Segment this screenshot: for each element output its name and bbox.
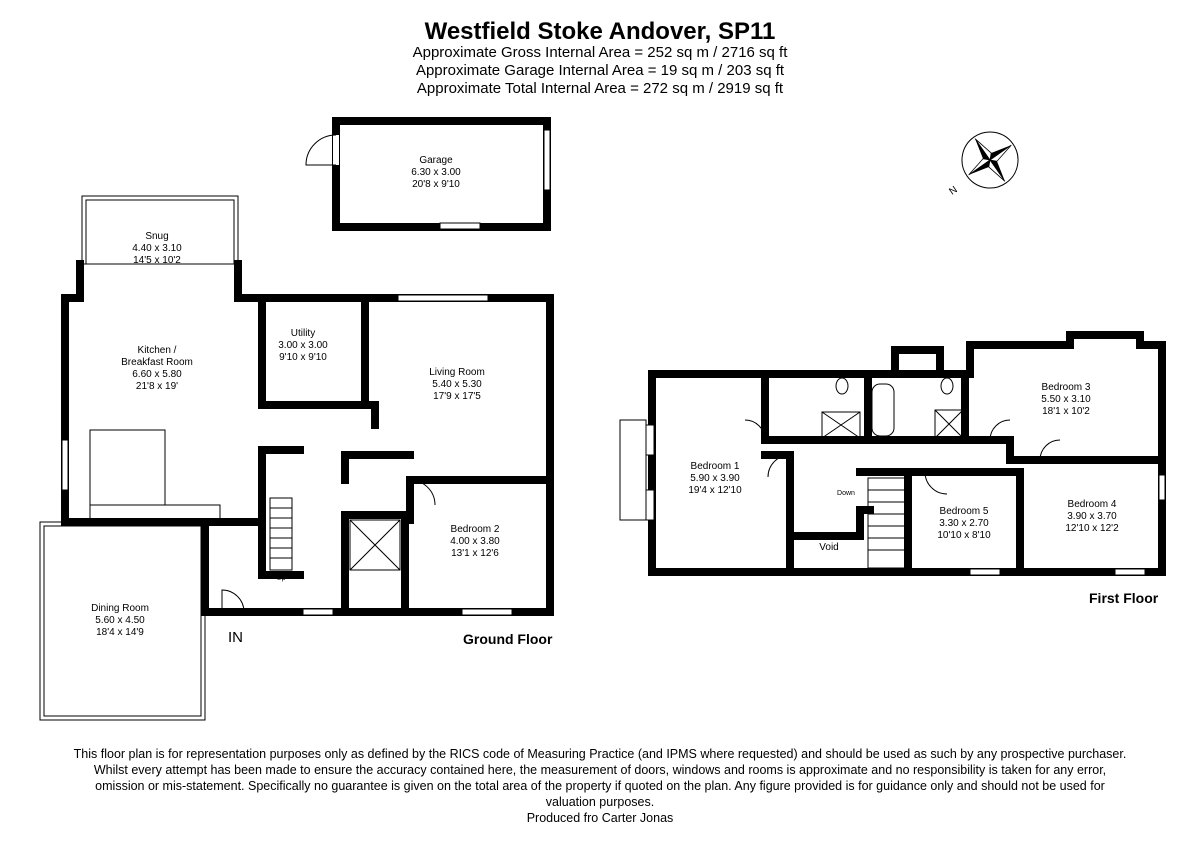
room-snug: Snug 4.40 x 3.10 14'5 x 10'2	[132, 231, 182, 266]
svg-text:Snug: Snug	[145, 231, 168, 242]
gross-area: Approximate Gross Internal Area = 252 sq…	[412, 44, 788, 61]
svg-text:4.40 x 3.10: 4.40 x 3.10	[132, 243, 182, 254]
svg-text:Utility: Utility	[291, 328, 315, 339]
room-bedroom-5: Bedroom 5 3.30 x 2.70 10'10 x 8'10	[937, 506, 991, 541]
svg-text:18'1 x 10'2: 18'1 x 10'2	[1042, 406, 1090, 417]
first-floor-label: First Floor	[1089, 590, 1159, 606]
svg-text:13'1 x 12'6: 13'1 x 12'6	[451, 548, 499, 559]
svg-text:Kitchen /: Kitchen /	[138, 345, 177, 356]
disclaimer: This floor plan is for representation pu…	[73, 747, 1127, 809]
svg-text:Garage: Garage	[419, 155, 453, 166]
room-dining-room: Dining Room 5.60 x 4.50 18'4 x 14'9	[91, 603, 149, 638]
svg-text:12'10 x 12'2: 12'10 x 12'2	[1065, 523, 1119, 534]
svg-text:18'4 x 14'9: 18'4 x 14'9	[96, 627, 144, 638]
room-living-room: Living Room 5.40 x 5.30 17'9 x 17'5	[429, 367, 485, 402]
svg-text:Bedroom 2: Bedroom 2	[451, 524, 500, 535]
room-bedroom-3: Bedroom 3 5.50 x 3.10 18'1 x 10'2	[1041, 382, 1091, 417]
svg-text:5.50 x 3.10: 5.50 x 3.10	[1041, 394, 1091, 405]
svg-text:Bedroom 3: Bedroom 3	[1042, 382, 1091, 393]
svg-text:10'10 x 8'10: 10'10 x 8'10	[937, 530, 991, 541]
svg-text:6.30 x 3.00: 6.30 x 3.00	[411, 167, 461, 178]
svg-text:Bedroom 1: Bedroom 1	[691, 461, 740, 472]
svg-text:21'8 x 19': 21'8 x 19'	[136, 381, 178, 392]
svg-text:4.00 x 3.80: 4.00 x 3.80	[450, 536, 500, 547]
room-utility: Utility 3.00 x 3.00 9'10 x 9'10	[278, 328, 328, 363]
credit: Produced fro Carter Jonas	[526, 811, 674, 825]
room-bedroom-4: Bedroom 4 3.90 x 3.70 12'10 x 12'2	[1065, 499, 1119, 534]
svg-text:Breakfast Room: Breakfast Room	[121, 357, 193, 368]
stairs-down-label: Down	[837, 490, 855, 497]
first-floor-walls	[619, 331, 1166, 576]
ground-floor-walls	[39, 195, 554, 721]
svg-text:14'5 x 10'2: 14'5 x 10'2	[133, 255, 181, 266]
svg-text:19'4 x 12'10: 19'4 x 12'10	[688, 485, 742, 496]
garage-walls	[305, 117, 551, 231]
svg-text:6.60 x 5.80: 6.60 x 5.80	[132, 369, 182, 380]
svg-text:Bedroom 5: Bedroom 5	[940, 506, 989, 517]
room-garage: Garage 6.30 x 3.00 20'8 x 9'10	[411, 155, 461, 190]
room-kitchen-breakfast: Kitchen / Breakfast Room 6.60 x 5.80 21'…	[121, 345, 193, 392]
svg-text:3.00 x 3.00: 3.00 x 3.00	[278, 340, 328, 351]
svg-text:3.30 x 2.70: 3.30 x 2.70	[939, 518, 989, 529]
footer: This floor plan is for representation pu…	[70, 746, 1130, 826]
ground-floor-label: Ground Floor	[463, 631, 553, 647]
plan-title: Westfield Stoke Andover, SP11	[424, 18, 776, 45]
compass-north-label: N	[947, 184, 959, 197]
void-label: Void	[819, 542, 838, 553]
svg-text:9'10 x 9'10: 9'10 x 9'10	[279, 352, 327, 363]
svg-text:17'9 x 17'5: 17'9 x 17'5	[433, 391, 481, 402]
total-area: Approximate Total Internal Area = 272 sq…	[416, 80, 784, 97]
svg-text:5.60 x 4.50: 5.60 x 4.50	[95, 615, 145, 626]
garage-area: Approximate Garage Internal Area = 19 sq…	[415, 62, 785, 79]
svg-text:5.40 x 5.30: 5.40 x 5.30	[432, 379, 482, 390]
svg-text:20'8 x 9'10: 20'8 x 9'10	[412, 179, 460, 190]
compass-rose-icon	[961, 131, 1019, 189]
room-bedroom-2: Bedroom 2 4.00 x 3.80 13'1 x 12'6	[450, 524, 500, 559]
svg-text:Bedroom 4: Bedroom 4	[1068, 499, 1117, 510]
stairs-up-label: Up	[277, 575, 286, 582]
svg-text:Dining Room: Dining Room	[91, 603, 149, 614]
svg-text:5.90 x 3.90: 5.90 x 3.90	[690, 473, 740, 484]
svg-text:3.90 x 3.70: 3.90 x 3.70	[1067, 511, 1117, 522]
entrance-label: IN	[228, 629, 243, 646]
svg-text:Living Room: Living Room	[429, 367, 485, 378]
room-bedroom-1: Bedroom 1 5.90 x 3.90 19'4 x 12'10	[688, 461, 742, 496]
